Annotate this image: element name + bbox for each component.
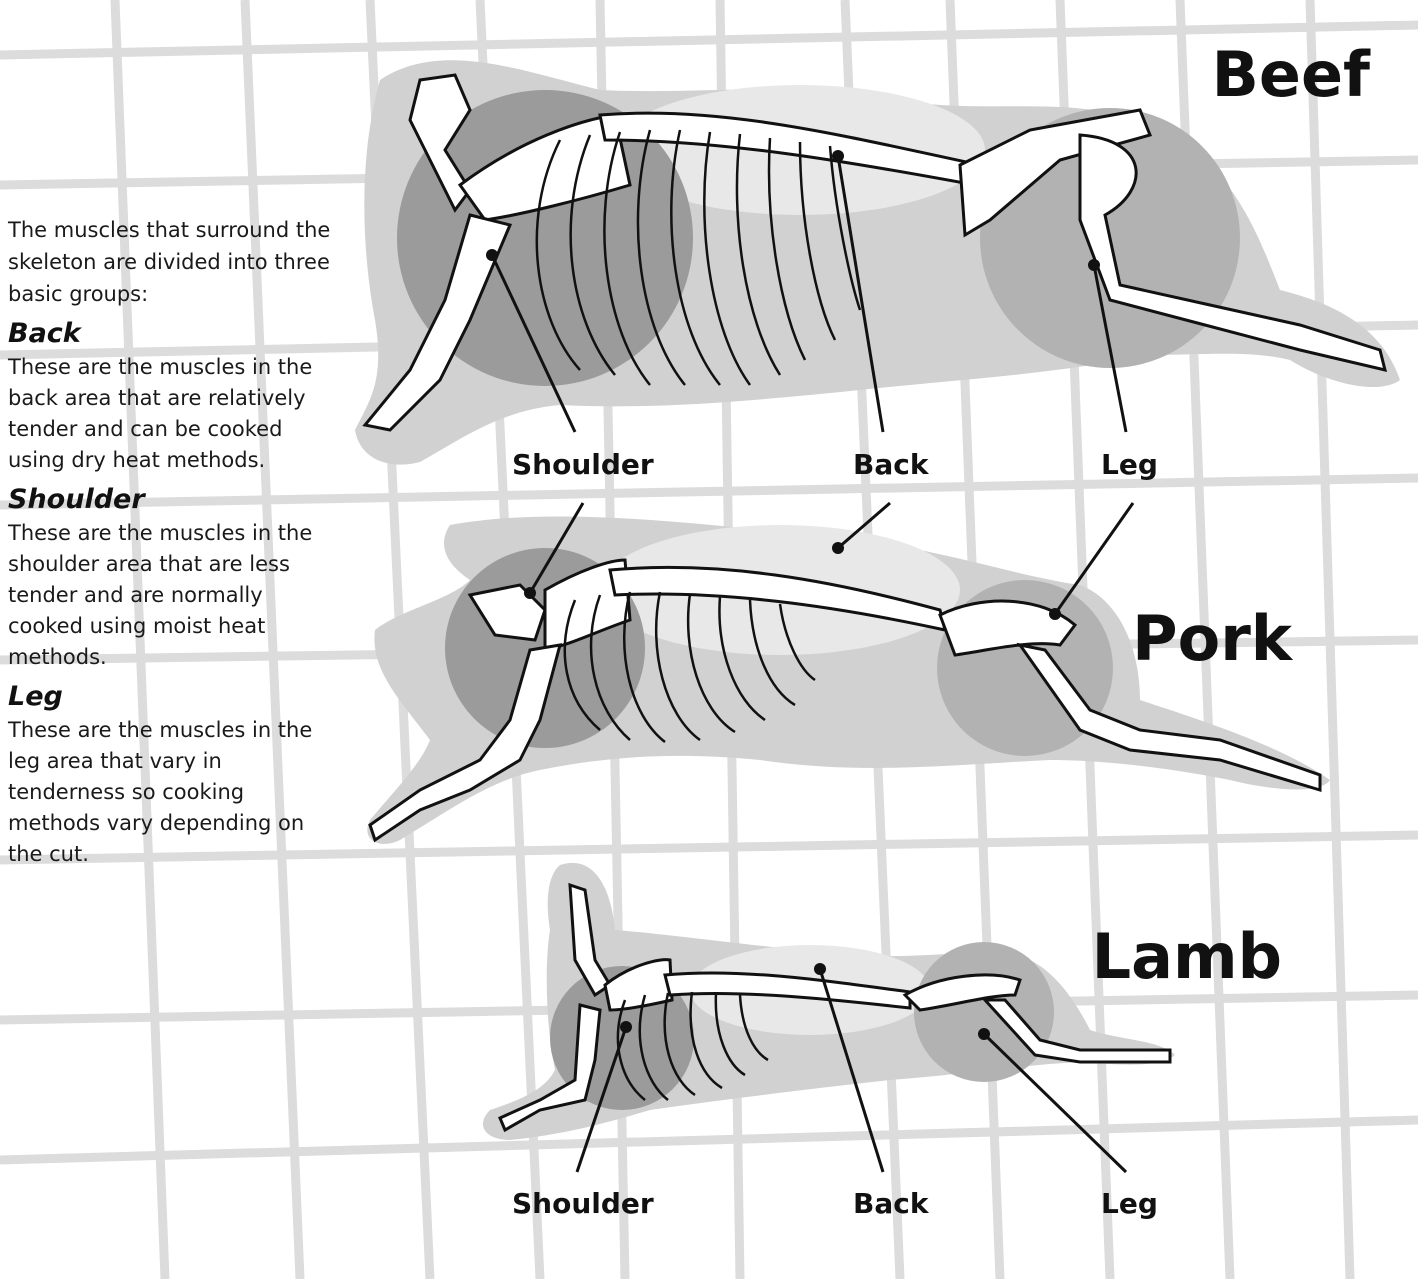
- group-heading-back: Back: [8, 316, 338, 352]
- callout-back-lower: Back: [853, 1187, 928, 1220]
- pork-figure: Pork: [367, 503, 1330, 844]
- callout-shoulder-upper: Shoulder: [512, 448, 654, 481]
- pork-title: Pork: [1132, 602, 1294, 675]
- group-description-shoulder: These are the muscles in the shoulder ar…: [8, 518, 338, 673]
- callout-leg-upper: Leg: [1101, 448, 1158, 481]
- group-heading-shoulder: Shoulder: [8, 482, 338, 518]
- callout-shoulder-lower: Shoulder: [512, 1187, 654, 1220]
- beef-figure: Beef: [355, 38, 1400, 465]
- callout-back-upper: Back: [853, 448, 928, 481]
- intro-text: The muscles that surround the skeleton a…: [8, 214, 338, 310]
- group-heading-leg: Leg: [8, 679, 338, 715]
- muscle-groups-sidebar: The muscles that surround the skeleton a…: [8, 214, 338, 874]
- beef-title: Beef: [1212, 38, 1371, 111]
- lamb-leg-region: [914, 942, 1054, 1082]
- group-description-back: These are the muscles in the back area t…: [8, 352, 338, 476]
- callout-leg-lower: Leg: [1101, 1187, 1158, 1220]
- group-description-leg: These are the muscles in the leg area th…: [8, 715, 338, 870]
- lamb-title: Lamb: [1092, 920, 1282, 993]
